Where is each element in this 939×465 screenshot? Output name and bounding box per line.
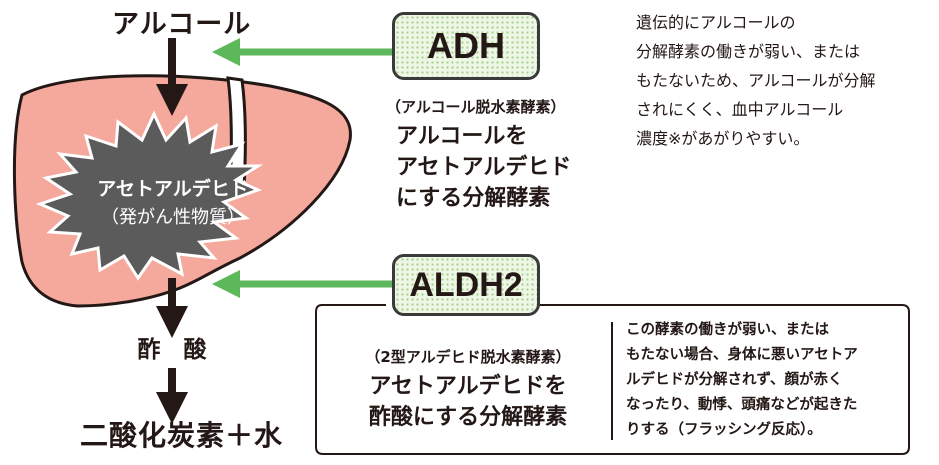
adh-note-line: 遺伝的にアルコールの	[636, 13, 796, 32]
aldh2-description: （2型アルデヒド脱水素酵素） アセトアルデヒドを 酢酸にする分解酵素	[328, 346, 608, 433]
final-product-label: 二酸化炭素＋水	[80, 419, 284, 452]
toxic-burst-shape	[35, 110, 264, 281]
aldh2-role-line: アセトアルデヒドを	[369, 374, 567, 399]
adh-note-line: 分解酵素の働きが弱い、または	[636, 42, 861, 61]
acetaldehyde-name: アセトアルデヒド	[97, 178, 249, 200]
aldh2-role: アセトアルデヒドを 酢酸にする分解酵素	[328, 371, 608, 433]
aldh2-note-line: もたない場合、身体に悪いアセトア	[626, 347, 858, 363]
adh-note-line: もたないため、アルコールが分解	[636, 71, 876, 90]
adh-description: （アルコール脱水素酵素） アルコールを アセトアルデヒド にする分解酵素	[386, 96, 571, 214]
adh-role-line: アルコールを	[396, 124, 528, 149]
adh-badge: ADH	[392, 12, 540, 80]
aldh2-abbr: ALDH2	[409, 265, 523, 304]
adh-note: 遺伝的にアルコールの 分解酵素の働きが弱い、または もたないため、アルコールが分…	[636, 8, 876, 153]
green-arrowhead-aldh2	[212, 270, 240, 298]
acetic-acid-label: 酢 酸	[137, 337, 207, 363]
green-arrowhead-adh	[212, 38, 240, 66]
acetaldehyde-text: アセトアルデヒド （発がん性物質）	[70, 174, 276, 229]
aldh2-note-line: なったり、動悸、頭痛などが起きた	[626, 397, 858, 413]
aldh2-note: この酵素の働きが弱い、または もたない場合、身体に悪いアセトア ルデヒドが分解さ…	[626, 318, 858, 443]
adh-role-line: にする分解酵素	[396, 186, 551, 211]
aldh2-note-line: この酵素の働きが弱い、または	[626, 322, 829, 338]
alcohol-label: アルコール	[112, 9, 252, 40]
aldh2-role-line: 酢酸にする分解酵素	[368, 405, 568, 430]
adh-abbr: ADH	[427, 25, 505, 66]
adh-full-name: （アルコール脱水素酵素）	[386, 98, 566, 116]
aldh2-full-name: （2型アルデヒド脱水素酵素）	[365, 348, 571, 366]
aldh2-note-line: りする（フラッシング反応）。	[626, 422, 822, 438]
acetaldehyde-note: （発がん性物質）	[101, 207, 245, 228]
adh-note-line: 濃度※があがりやすい。	[636, 129, 810, 148]
aldh2-info-frame	[315, 304, 910, 455]
aldh2-note-line: ルデヒドが分解されず、顔が赤く	[626, 372, 843, 388]
adh-note-line: されにくく、血中アルコール	[636, 100, 844, 119]
aldh2-badge: ALDH2	[392, 254, 540, 316]
adh-role: アルコールを アセトアルデヒド にする分解酵素	[396, 121, 571, 214]
adh-role-line: アセトアルデヒド	[396, 155, 572, 180]
